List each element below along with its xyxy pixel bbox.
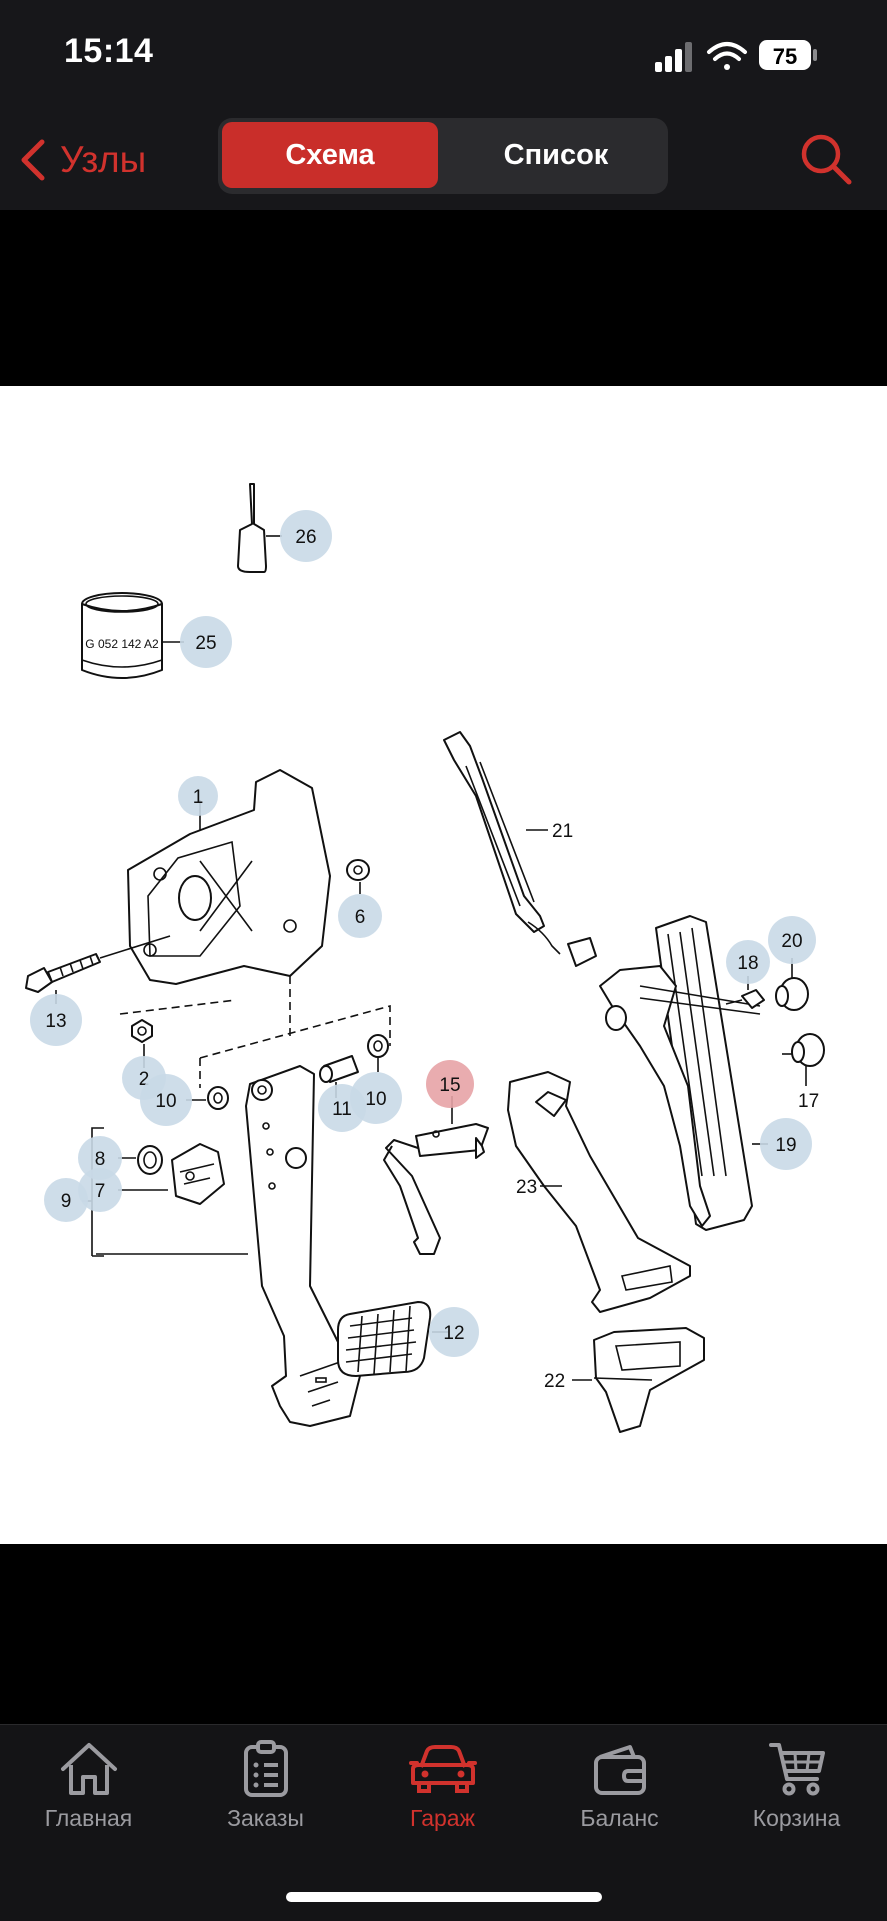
navigation-bar: Узлы Схема Список xyxy=(0,110,887,210)
callout-26[interactable]: 26 xyxy=(280,510,332,562)
part-10-bushing[interactable] xyxy=(186,1034,389,1110)
part-25-grease-can[interactable]: G 052 142 A2 xyxy=(81,592,184,679)
orders-icon xyxy=(243,1740,288,1797)
parts-diagram-svg: G 052 142 A2 xyxy=(25,483,825,1433)
svg-text:13: 13 xyxy=(45,1011,66,1032)
back-button[interactable]: Узлы xyxy=(18,130,146,190)
callout-17[interactable]: 19 xyxy=(760,1118,812,1170)
bottom-tab-bar: Главная Заказы Гараж Баланс xyxy=(0,1724,887,1921)
segment-scheme[interactable]: Схема xyxy=(222,122,438,188)
part-21-buffer[interactable] xyxy=(782,1033,825,1086)
wifi-icon xyxy=(707,42,747,70)
part-22-holder[interactable] xyxy=(572,1327,705,1433)
car-icon xyxy=(408,1745,477,1793)
svg-text:19: 19 xyxy=(775,1135,796,1156)
label-21[interactable]: 17 xyxy=(798,1091,819,1112)
home-indicator xyxy=(286,1892,602,1902)
callout-1[interactable]: 1 xyxy=(178,776,218,816)
status-icons: 75 xyxy=(655,40,817,72)
part-26-sealant-tube[interactable] xyxy=(237,483,282,573)
view-segmented-control: Схема Список xyxy=(218,118,668,194)
part-6-nut[interactable] xyxy=(346,859,370,894)
svg-text:26: 26 xyxy=(295,527,316,548)
part-23-floor-plate[interactable] xyxy=(507,1071,691,1313)
parts-diagram: G 052 142 A2 xyxy=(0,386,887,1544)
status-time: 15:14 xyxy=(64,32,154,70)
battery-icon: 75 xyxy=(759,40,817,70)
part-13-bolt[interactable] xyxy=(25,935,171,1004)
search-icon[interactable] xyxy=(797,130,855,188)
svg-text:9: 9 xyxy=(61,1191,72,1212)
svg-text:2: 2 xyxy=(139,1069,150,1090)
tab-garage-label: Гараж xyxy=(410,1805,475,1831)
tab-cart-label: Корзина xyxy=(752,1805,841,1831)
cellular-signal-icon xyxy=(655,42,692,72)
callout-10-left[interactable]: 10 xyxy=(140,1074,192,1126)
svg-text:25: 25 xyxy=(195,633,216,654)
svg-text:10: 10 xyxy=(365,1089,386,1110)
home-icon xyxy=(60,1743,117,1795)
svg-text:15: 15 xyxy=(439,1075,460,1096)
tab-balance-label: Баланс xyxy=(580,1805,659,1831)
svg-text:11: 11 xyxy=(332,1099,352,1120)
part-1-pedal-bracket[interactable] xyxy=(127,769,331,1036)
label-22[interactable]: 22 xyxy=(544,1371,565,1392)
tab-home[interactable]: Главная xyxy=(0,1739,177,1849)
svg-text:20: 20 xyxy=(781,931,802,952)
tab-orders-label: Заказы xyxy=(227,1805,304,1831)
part-11-sleeve[interactable] xyxy=(319,1055,359,1098)
callout-19[interactable]: 20 xyxy=(768,916,816,964)
svg-text:8: 8 xyxy=(95,1149,106,1170)
part-17-accelerator-pedal[interactable] xyxy=(599,915,768,1231)
callout-6[interactable]: 6 xyxy=(338,894,382,938)
label-18[interactable]: 21 xyxy=(552,821,573,842)
part-7-switch[interactable] xyxy=(118,1143,225,1205)
svg-text:18: 18 xyxy=(737,953,758,974)
part-clutch-pedal-arm[interactable] xyxy=(245,1065,361,1427)
cart-icon xyxy=(768,1743,825,1796)
callout-13[interactable]: 13 xyxy=(30,994,82,1046)
svg-text:12: 12 xyxy=(443,1323,464,1344)
part-15-lever[interactable] xyxy=(383,1096,489,1255)
callout-12[interactable]: 12 xyxy=(429,1307,479,1357)
tab-cart[interactable]: Корзина xyxy=(708,1739,885,1849)
header-spacer xyxy=(0,210,887,386)
callout-20[interactable]: 18 xyxy=(726,940,770,984)
svg-text:10: 10 xyxy=(155,1091,176,1112)
battery-level: 75 xyxy=(773,44,797,69)
svg-text:7: 7 xyxy=(95,1181,106,1202)
can-stamp-text: G 052 142 A2 xyxy=(85,637,159,651)
tab-orders[interactable]: Заказы xyxy=(177,1739,354,1849)
callout-8[interactable]: 8 xyxy=(78,1136,122,1180)
callout-25[interactable]: 25 xyxy=(180,616,232,668)
part-12-pedal-pad[interactable] xyxy=(337,1301,448,1377)
svg-text:1: 1 xyxy=(193,787,204,808)
tab-garage[interactable]: Гараж xyxy=(354,1739,531,1849)
status-bar: 15:14 75 xyxy=(0,0,887,110)
tab-balance[interactable]: Баланс xyxy=(531,1739,708,1849)
chevron-left-icon xyxy=(21,139,45,181)
part-2-nut[interactable] xyxy=(119,999,237,1068)
callout-11[interactable]: 11 xyxy=(318,1084,366,1132)
back-label: Узлы xyxy=(60,139,147,180)
svg-text:6: 6 xyxy=(355,907,366,928)
label-23[interactable]: 23 xyxy=(516,1177,537,1198)
segment-list[interactable]: Список xyxy=(503,138,609,171)
part-18-pedal-sensor[interactable] xyxy=(443,731,597,967)
callout-15[interactable]: 15 xyxy=(426,1060,474,1108)
part-19-cap[interactable] xyxy=(775,958,809,1011)
tab-home-label: Главная xyxy=(44,1805,133,1831)
part-8-ring[interactable] xyxy=(118,1145,163,1175)
wallet-icon xyxy=(593,1745,646,1795)
callout-9[interactable]: 9 xyxy=(44,1178,88,1222)
callout-7[interactable]: 7 xyxy=(78,1168,122,1212)
